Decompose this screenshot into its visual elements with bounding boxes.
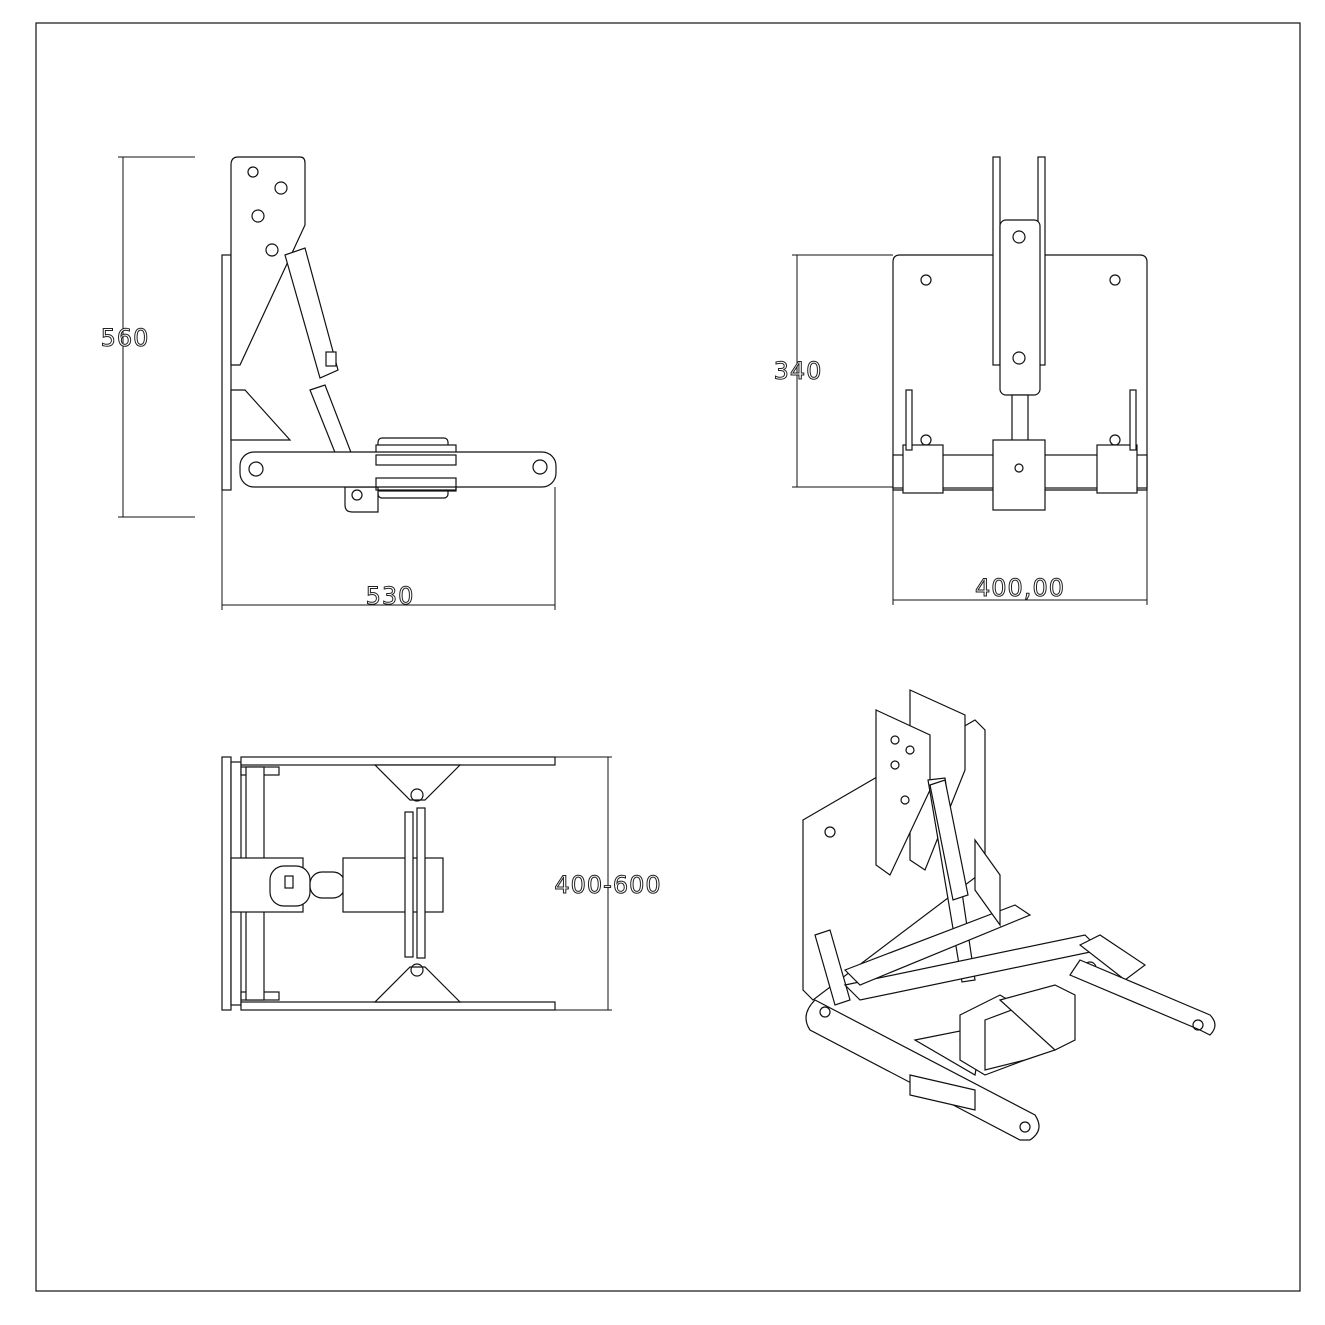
isometric-view [802, 689, 1216, 1141]
front-height-dimension: 340 [774, 357, 823, 385]
side-height-dimension: 560 [101, 324, 150, 352]
front-view: 340 400,00 [773, 156, 1148, 605]
side-width-dimension: 530 [366, 582, 415, 610]
side-view: 560 530 [100, 156, 557, 611]
top-view: 400-600 [221, 756, 661, 1011]
drawing-border [35, 22, 1301, 1292]
top-width-range-dimension: 400-600 [554, 871, 661, 899]
front-width-dimension: 400,00 [975, 574, 1065, 602]
